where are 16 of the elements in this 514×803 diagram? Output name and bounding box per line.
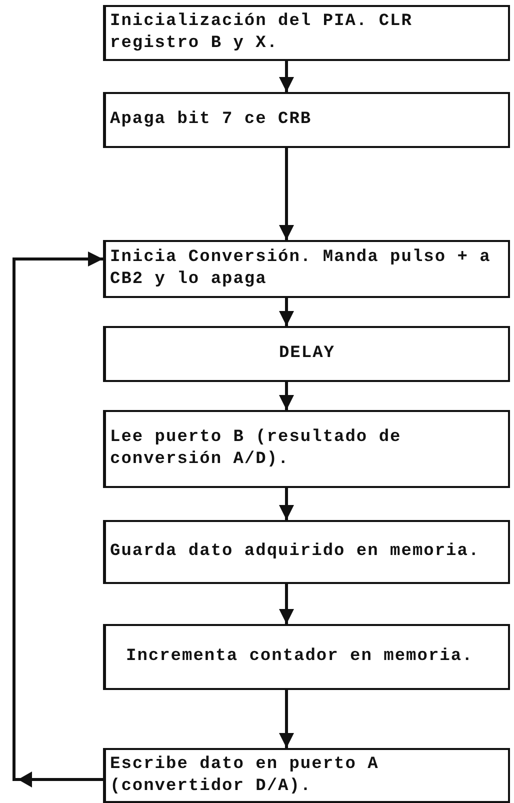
step-text: Incrementa contador en memoria.: [126, 646, 474, 668]
step-text: Apaga bit 7 ce CRB: [110, 109, 312, 131]
step-text: Guarda dato adquirido en memoria.: [110, 541, 480, 563]
process-box: [103, 5, 510, 61]
step-text: DELAY: [278, 343, 335, 365]
step-text: Lee puerto B (resultado de conversión A/D).: [110, 427, 402, 471]
process-box: [103, 92, 510, 148]
process-box: [103, 240, 510, 298]
step-text: Inicia Conversión. Manda pulso + a CB2 y lo apaga: [110, 247, 492, 291]
process-box: [103, 326, 510, 382]
step-text: Inicialización del PIA. CLR registro B y X.: [110, 11, 414, 55]
process-box: [103, 624, 510, 690]
step-text: Escribe dato en puerto A (convertidor D/A).: [110, 754, 380, 798]
process-box: [103, 520, 510, 584]
process-box: [103, 410, 510, 488]
process-box: [103, 748, 510, 803]
